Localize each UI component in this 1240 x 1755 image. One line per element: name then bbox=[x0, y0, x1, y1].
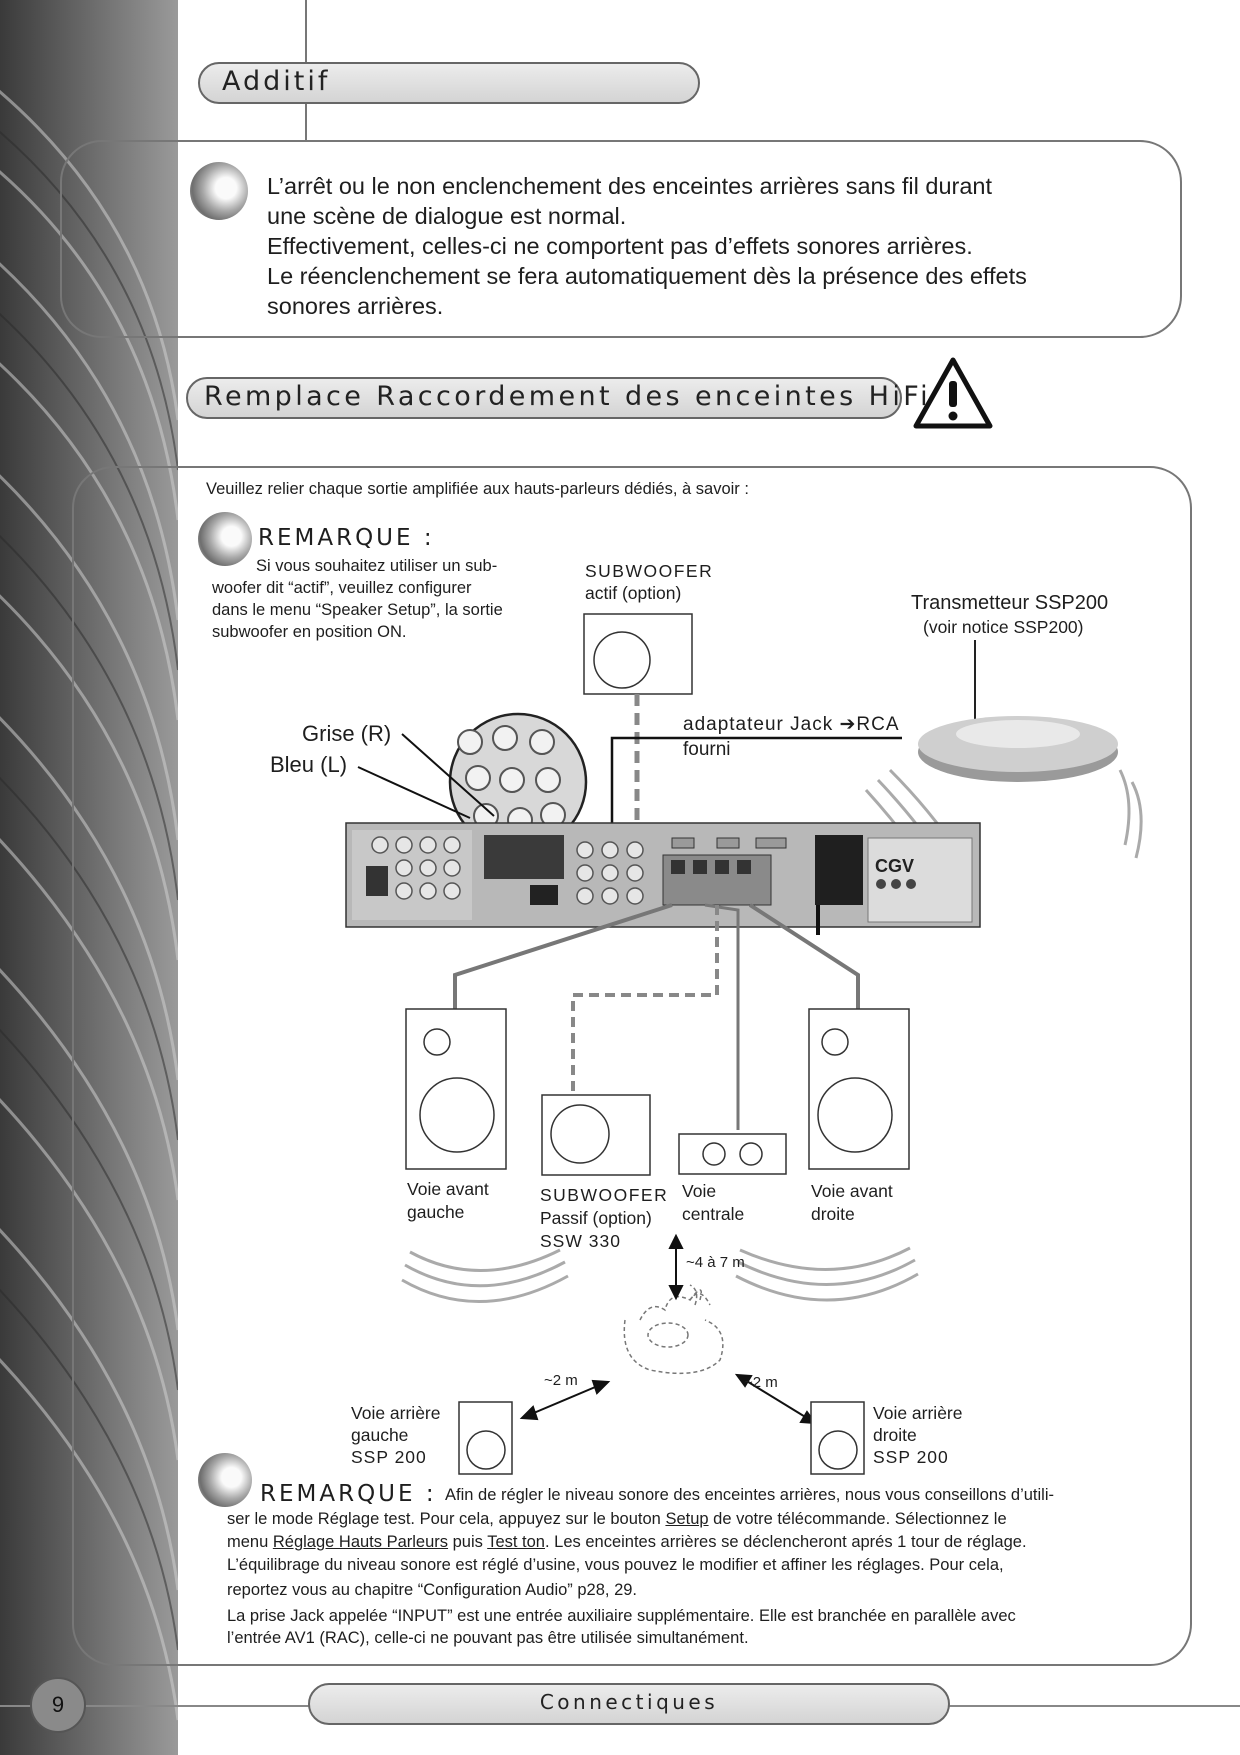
rear-right-label-3: SSP 200 bbox=[873, 1447, 949, 1467]
remarque2-title: REMARQUE : bbox=[260, 1481, 437, 1507]
additif-line-2: une scène de dialogue est normal. bbox=[267, 203, 627, 229]
footer-pill: Connectiques bbox=[308, 1683, 950, 1725]
center-label-2: centrale bbox=[682, 1204, 745, 1224]
grise-label: Grise (R) bbox=[302, 721, 392, 746]
rear-left-label-1: Voie arrière bbox=[351, 1403, 441, 1423]
remarque2-line-2: ser le mode Réglage test. Pour cela, app… bbox=[227, 1509, 1007, 1530]
center-label-1: Voie bbox=[682, 1181, 717, 1201]
active-sub-label-2: actif (option) bbox=[585, 583, 682, 603]
rear-left-label-3: SSP 200 bbox=[351, 1447, 427, 1467]
remarque2-line-2a: ser le mode Réglage test. Pour cela, app… bbox=[227, 1510, 666, 1528]
remarque2-line-3c: . Les enceintes arrières se déclencheron… bbox=[544, 1533, 1027, 1551]
setup-term: Setup bbox=[665, 1510, 709, 1528]
remarque2-line-3a: menu bbox=[227, 1533, 273, 1551]
remarque2-line-1: Afin de régler le niveau sonore des ence… bbox=[445, 1486, 1055, 1504]
page-number: 9 bbox=[51, 1692, 65, 1717]
test-ton-term: Test ton bbox=[487, 1533, 545, 1551]
remarque2-line-6: La prise Jack appelée “INPUT” est une en… bbox=[227, 1607, 1016, 1625]
remarque2-line-3: menu Réglage Hauts Parleurs puis Test to… bbox=[227, 1532, 1027, 1553]
intro-text: Veuillez relier chaque sortie amplifiée … bbox=[206, 480, 749, 498]
bullet-icon bbox=[198, 512, 252, 566]
main-content-box bbox=[72, 466, 1192, 1666]
rear-right-label-2: droite bbox=[873, 1425, 917, 1445]
adapter-label-2: fourni bbox=[683, 739, 731, 760]
front-left-label-1: Voie avant bbox=[407, 1179, 489, 1199]
transmitter-device bbox=[918, 716, 1118, 782]
passive-sub-label-3: SSW 330 bbox=[540, 1231, 621, 1251]
remarque1-line-2: woofer dit “actif”, veuillez configurer bbox=[212, 579, 472, 597]
additif-line-5: sonores arrières. bbox=[267, 293, 444, 319]
remarque1-line-3: dans le menu “Speaker Setup”, la sortie bbox=[212, 601, 503, 619]
rear-right-label-1: Voie arrière bbox=[873, 1403, 963, 1423]
header-title: Additif bbox=[222, 66, 331, 97]
additif-line-4: Le réenclenchement se fera automatiqueme… bbox=[267, 263, 1027, 289]
remarque1-line-1: Si vous souhaitez utiliser un sub- bbox=[256, 557, 498, 575]
bullet-icon bbox=[190, 162, 248, 220]
passive-sub-label-2: Passif (option) bbox=[540, 1208, 652, 1228]
rear-left-label-2: gauche bbox=[351, 1425, 409, 1445]
additif-note-box bbox=[60, 140, 1182, 338]
remarque1-line-4: subwoofer en position ON. bbox=[212, 623, 407, 641]
transmitter-label-2: (voir notice SSP200) bbox=[923, 617, 1084, 637]
bleu-label: Bleu (L) bbox=[270, 752, 348, 777]
listener-icon bbox=[623, 1284, 724, 1375]
footer-section: Connectiques bbox=[539, 1690, 719, 1714]
remarque1-title: REMARQUE : bbox=[258, 525, 435, 551]
bullet-icon bbox=[198, 1453, 252, 1507]
decorative-side-strip bbox=[0, 0, 178, 1755]
additif-line-3: Effectivement, celles-ci ne comportent p… bbox=[267, 233, 973, 259]
front-right-label-2: droite bbox=[811, 1204, 855, 1224]
section-title: Remplace Raccordement des enceintes HiFi bbox=[204, 381, 932, 412]
passive-sub-label-1: SUBWOOFER bbox=[540, 1185, 669, 1205]
remarque2-line-7: l’entrée AV1 (RAC), celle-ci ne pouvant … bbox=[227, 1629, 749, 1647]
distance-right-label: ~2 m bbox=[744, 1374, 778, 1391]
remarque2-line-2b: de votre télécommande. Sélectionnez le bbox=[708, 1510, 1007, 1528]
remarque2-line-4: L’équilibrage du niveau sonore est réglé… bbox=[227, 1556, 1004, 1574]
transmitter-label-1: Transmetteur SSP200 bbox=[911, 592, 1109, 614]
distance-front-label: ~4 à 7 m bbox=[686, 1254, 745, 1271]
remarque2-line-3b: puis bbox=[448, 1533, 488, 1551]
front-right-label-1: Voie avant bbox=[811, 1181, 893, 1201]
section-pill: Remplace Raccordement des enceintes HiFi bbox=[186, 377, 928, 419]
brand-logo: CGV bbox=[875, 856, 914, 876]
additif-line-1: L’arrêt ou le non enclenchement des ence… bbox=[267, 173, 993, 199]
adapter-label-1: adaptateur Jack ➔RCA bbox=[683, 714, 900, 735]
warning-triangle-icon bbox=[913, 357, 993, 429]
remarque2-line-5: reportez vous au chapitre “Configuration… bbox=[227, 1581, 638, 1599]
distance-left-label: ~2 m bbox=[544, 1372, 578, 1389]
active-sub-label-1: SUBWOOFER bbox=[585, 561, 714, 581]
reglage-term: Réglage Hauts Parleurs bbox=[272, 1533, 449, 1551]
header-pill: Additif bbox=[198, 62, 700, 104]
page-number-badge: 9 bbox=[30, 1677, 86, 1733]
front-left-label-2: gauche bbox=[407, 1202, 465, 1222]
center-speaker bbox=[678, 1133, 787, 1175]
